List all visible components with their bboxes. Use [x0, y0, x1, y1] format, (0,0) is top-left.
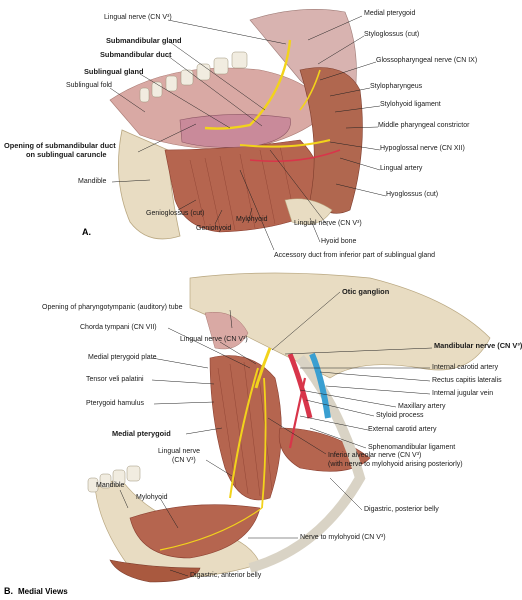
label-inferior-alveolar-1: Inferior alveolar nerve (CN V³)	[328, 452, 422, 459]
gland-shape-a	[179, 114, 291, 148]
label-submandibular-duct: Submandibular duct	[100, 50, 172, 59]
digastric-anterior-shape	[109, 559, 201, 583]
nerve-lingual-b	[229, 367, 259, 499]
pharynx-region-a	[299, 67, 363, 214]
artery-external-carotid-b	[288, 377, 307, 449]
label-sublingual-fold: Sublingual fold	[66, 82, 112, 89]
label-rectus-capitis: Rectus capitis lateralis	[432, 377, 502, 384]
label-lingual-nerve-bottom: Lingual nerve (CN V³)	[294, 220, 362, 227]
nerve-lingual-a	[204, 39, 292, 130]
label-inferior-alveolar-2: (with nerve to mylohyoid arising posteri…	[328, 461, 463, 468]
panel-a-illustration	[109, 9, 387, 251]
artery-lingual-a	[249, 149, 341, 163]
label-chorda-tympani: Chorda tympani (CN VII)	[80, 324, 157, 331]
label-medial-pterygoid-b: Medial pterygoid	[112, 429, 171, 438]
label-lingual-nerve-b2b: (CN V³)	[172, 457, 196, 464]
label-stylohyoid-ligament: Stylohyoid ligament	[380, 101, 441, 108]
label-hyoglossus: Hyoglossus (cut)	[386, 191, 439, 198]
mucosa-patch-b	[204, 311, 249, 350]
label-lingual-nerve-b2a: Lingual nerve	[158, 448, 201, 455]
label-accessory-duct: Accessory duct from inferior part of sub…	[274, 252, 436, 259]
panel-b-letter: B.	[4, 586, 13, 596]
label-hypoglossal: Hypoglossal nerve (CN XII)	[380, 145, 465, 152]
mylohyoid-shape-b	[129, 504, 261, 559]
label-mandibular-nerve: Mandibular nerve (CN V³)	[434, 341, 522, 350]
label-glossopharyngeal: Glossopharyngeal nerve (CN IX)	[376, 57, 478, 64]
nerve-alveolar-b	[261, 377, 267, 509]
label-genioglossus: Genioglossus (cut)	[146, 210, 205, 217]
label-mandible-b: Mandible	[96, 482, 125, 489]
label-pterygoid-hamulus: Pterygoid hamulus	[86, 400, 144, 407]
artery-internal-carotid-b	[287, 353, 313, 419]
label-submandibular-gland: Submandibular gland	[106, 36, 182, 45]
label-styloglossus: Styloglossus (cut)	[364, 31, 420, 38]
panel-a-letter: A.	[82, 227, 91, 237]
nerve-glossopharyngeal-a	[299, 69, 321, 111]
label-maxillary-artery: Maxillary artery	[398, 403, 446, 410]
label-styloid-process: Styloid process	[376, 412, 424, 419]
label-stylopharyngeus: Stylopharyngeus	[370, 83, 423, 90]
label-pharyngotympanic: Opening of pharyngotympanic (auditory) t…	[42, 304, 183, 311]
hyoid-shape	[284, 198, 333, 225]
panel-b: Otic ganglion Opening of pharyngotympani…	[0, 268, 522, 600]
label-medial-pterygoid-plate: Medial pterygoid plate	[88, 354, 157, 361]
label-lingual-nerve-b1: Lingual nerve (CN V³)	[180, 336, 248, 343]
panel-a: Lingual nerve (CN V³) Medial pterygoid S…	[0, 0, 515, 262]
label-tensor-veli: Tensor veli palatini	[86, 376, 144, 383]
leader-lines-b	[119, 291, 433, 577]
panel-b-caption: Medial Views	[18, 587, 68, 596]
label-internal-jugular: Internal jugular vein	[432, 390, 494, 397]
vein-internal-jugular-b	[309, 352, 331, 419]
label-internal-carotid: Internal carotid artery	[432, 364, 499, 371]
label-otic-ganglion: Otic ganglion	[342, 287, 390, 296]
label-sphenomandibular: Sphenomandibular ligament	[368, 444, 456, 451]
label-mandible-a: Mandible	[78, 178, 107, 185]
label-external-carotid: External carotid artery	[368, 426, 437, 433]
label-opening-duct-line1: Opening of submandibular duct	[4, 141, 116, 150]
label-lingual-artery: Lingual artery	[380, 165, 423, 172]
leader-lines-a	[109, 15, 387, 251]
label-hyoid-bone: Hyoid bone	[321, 238, 357, 245]
mandible-shape-a	[118, 129, 181, 240]
label-medial-pterygoid-a: Medial pterygoid	[364, 10, 416, 17]
label-geniohyoid: Geniohyoid	[196, 225, 232, 232]
label-lingual-nerve-top: Lingual nerve (CN V³)	[104, 14, 172, 21]
panel-b-illustration	[87, 272, 491, 583]
label-sublingual-gland: Sublingual gland	[84, 67, 144, 76]
label-mylohyoid-b: Mylohyoid	[136, 494, 168, 501]
nerve-mandibular-b	[254, 347, 272, 389]
skull-base-b	[189, 272, 491, 379]
label-digastric-posterior: Digastric, posterior belly	[364, 506, 439, 513]
nerve-mylohyoid-b	[159, 507, 263, 551]
label-digastric-anterior: Digastric, anterior belly	[190, 572, 262, 579]
teeth-row-b	[87, 465, 141, 493]
label-nerve-to-mylohyoid: Nerve to mylohyoid (CN V³)	[300, 534, 386, 541]
label-opening-duct-line2: on sublingual caruncle	[26, 150, 107, 159]
label-middle-constrictor: Middle pharyngeal constrictor	[378, 122, 470, 129]
nerve-hypoglossal-a	[239, 139, 331, 148]
label-mylohyoid-a: Mylohyoid	[236, 216, 268, 223]
